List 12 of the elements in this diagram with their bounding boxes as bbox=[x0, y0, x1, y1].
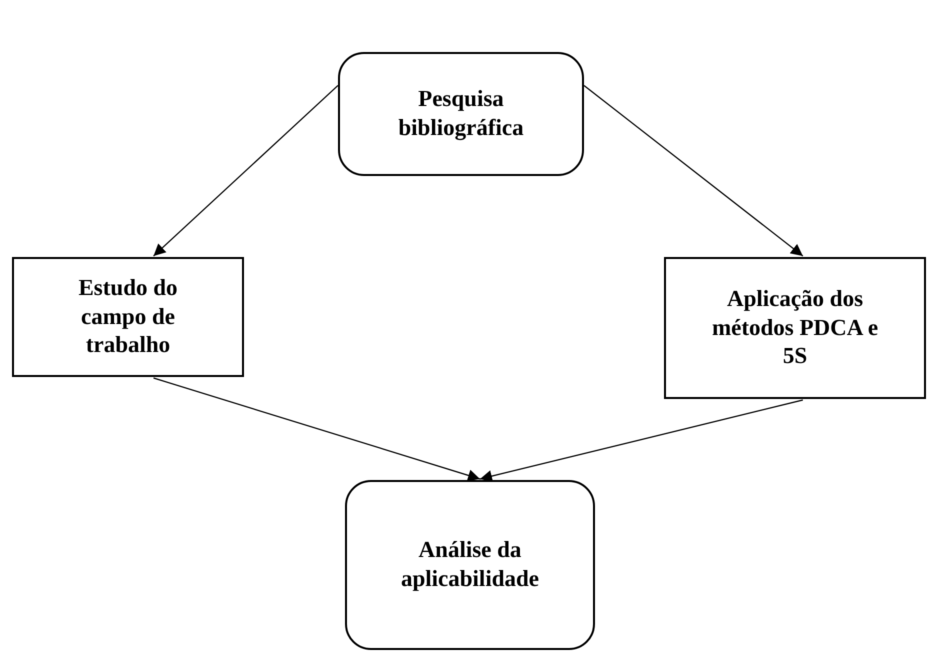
arrow bbox=[584, 85, 804, 256]
end-box bbox=[345, 480, 595, 650]
process-box bbox=[664, 257, 926, 399]
arrow bbox=[153, 85, 338, 256]
node-label: Pesquisa bibliográfica bbox=[397, 85, 525, 142]
arrow bbox=[480, 399, 803, 482]
node-label: Estudo do campo de trabalho bbox=[77, 274, 179, 360]
process-box bbox=[12, 257, 244, 377]
node-label: Análise da aplicabilidade bbox=[400, 536, 540, 593]
start-box bbox=[338, 52, 584, 176]
arrow bbox=[153, 377, 480, 482]
node-label: Aplicação dos métodos PDCA e 5S bbox=[710, 284, 880, 370]
